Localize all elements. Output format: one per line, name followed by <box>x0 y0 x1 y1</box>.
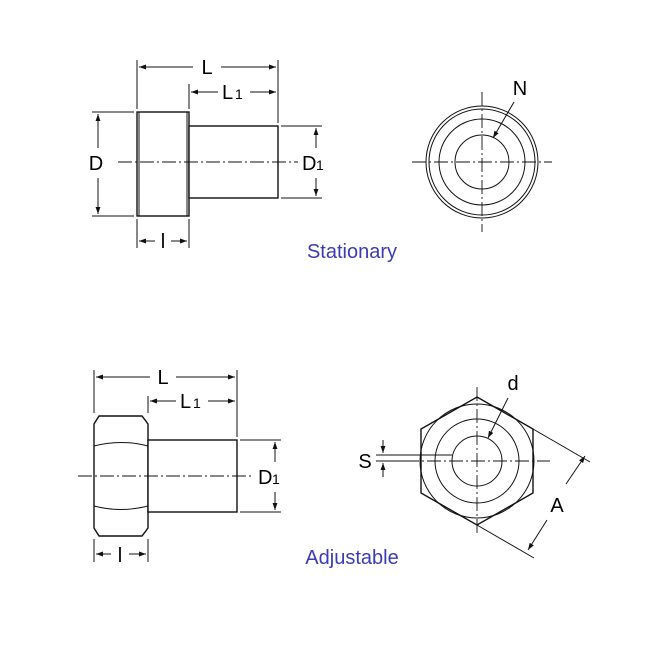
label-D1-main: D <box>302 153 316 175</box>
dimension-D1: D 1 <box>240 439 281 513</box>
label-L: L <box>157 367 168 389</box>
caption-adjustable: Adjustable <box>305 547 398 569</box>
label-D: D <box>89 153 103 175</box>
label-L1-sub: 1 <box>235 86 243 102</box>
stationary-head <box>136 111 190 217</box>
leader-N <box>492 101 515 139</box>
label-L: L <box>201 57 212 79</box>
dimension-L: L <box>93 367 238 437</box>
caption-stationary: Stationary <box>307 241 397 263</box>
stationary-end-view: N <box>412 78 552 232</box>
dimension-L1: L 1 <box>188 82 276 109</box>
label-L1-main: L <box>180 391 191 413</box>
hex-flat-arc <box>93 442 149 447</box>
adjustable-side-view: L L 1 D 1 l <box>78 367 281 567</box>
label-D1-sub: 1 <box>316 157 324 173</box>
adjustable-end-view: d S A <box>358 373 591 559</box>
label-D1-main: D <box>258 467 272 489</box>
hex-head <box>93 415 149 537</box>
label-L1-main: L <box>222 82 233 104</box>
label-N: N <box>513 78 527 100</box>
label-S: S <box>358 451 371 473</box>
label-d: d <box>507 373 518 395</box>
dimension-l: l <box>136 219 190 253</box>
hex-flat-arc <box>93 505 149 510</box>
dimension-L1: L 1 <box>147 391 235 413</box>
leader-d <box>487 397 509 439</box>
stationary-side-view: L L 1 D D 1 <box>89 57 324 253</box>
label-A: A <box>550 495 564 517</box>
dimension-S: S <box>358 440 452 477</box>
label-l: l <box>118 545 122 567</box>
dimension-l: l <box>93 539 149 567</box>
label-L1-sub: 1 <box>193 395 201 411</box>
label-l: l <box>161 231 165 253</box>
label-D1-sub: 1 <box>272 471 280 487</box>
dimension-L: L <box>136 57 279 123</box>
dimension-A: A <box>476 428 591 559</box>
dimension-D1: D 1 <box>281 125 324 199</box>
dimension-D: D <box>89 111 134 217</box>
